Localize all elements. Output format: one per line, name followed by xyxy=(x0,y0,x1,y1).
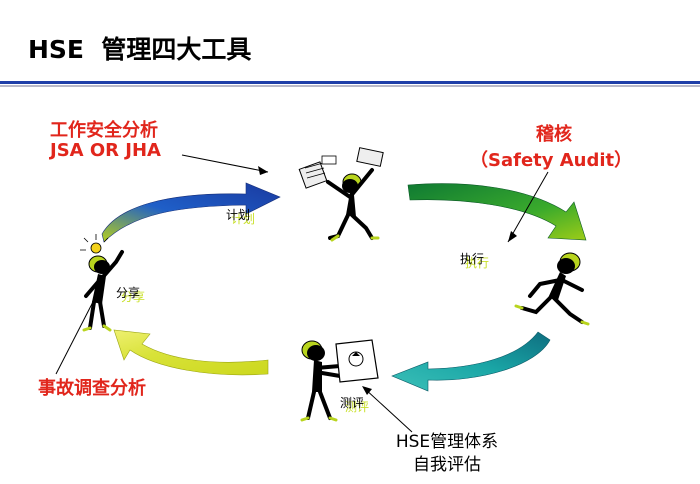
page-title: HSE 管理四大工具 xyxy=(28,35,252,64)
arrow-plan xyxy=(101,182,281,243)
pointer-incident xyxy=(55,295,97,375)
stage-plan-label: 计划 xyxy=(226,208,251,222)
stage-execute-shadow: 执行 xyxy=(465,256,490,270)
stage-share-label: 分享 xyxy=(116,286,141,300)
hse-label-line2: 自我评估 xyxy=(413,455,481,475)
arrow-execute xyxy=(407,183,587,241)
stick-figure-share xyxy=(80,234,124,332)
stick-figure-execute xyxy=(514,252,590,326)
arrow-share xyxy=(113,329,269,376)
stage-plan: 计划 计划 xyxy=(226,206,255,226)
stage-evaluate-label: 测评 xyxy=(340,396,365,410)
hse-self-assessment: HSE管理体系 自我评估 xyxy=(372,431,522,477)
title-divider-shadow xyxy=(0,85,700,87)
stick-figure-evaluate xyxy=(300,339,379,422)
title-divider xyxy=(0,81,700,84)
jsa-subtitle: JSA OR JHA xyxy=(50,140,161,161)
stage-execute-label: 执行 xyxy=(460,252,485,266)
stick-figure-plan xyxy=(298,147,384,242)
stage-plan-shadow: 计划 xyxy=(231,212,256,226)
stage-evaluate-shadow: 测评 xyxy=(345,400,370,414)
stage-evaluate: 测评 测评 xyxy=(340,394,369,414)
arrow-evaluate xyxy=(391,331,551,392)
hse-label-line1: HSE管理体系 xyxy=(395,432,499,452)
jsa-label: 工作安全分析 xyxy=(50,120,158,141)
pointer-audit xyxy=(507,171,549,243)
audit-label: 稽核 xyxy=(536,124,572,145)
stage-share: 分享 分享 xyxy=(116,284,145,304)
audit-subtitle: （Safety Audit） xyxy=(470,150,633,171)
stage-execute: 执行 执行 xyxy=(460,250,489,270)
pointer-hse xyxy=(363,387,413,433)
stage-share-shadow: 分享 xyxy=(121,290,146,304)
incident-label: 事故调查分析 xyxy=(38,378,146,399)
pointer-jsa xyxy=(181,154,269,173)
